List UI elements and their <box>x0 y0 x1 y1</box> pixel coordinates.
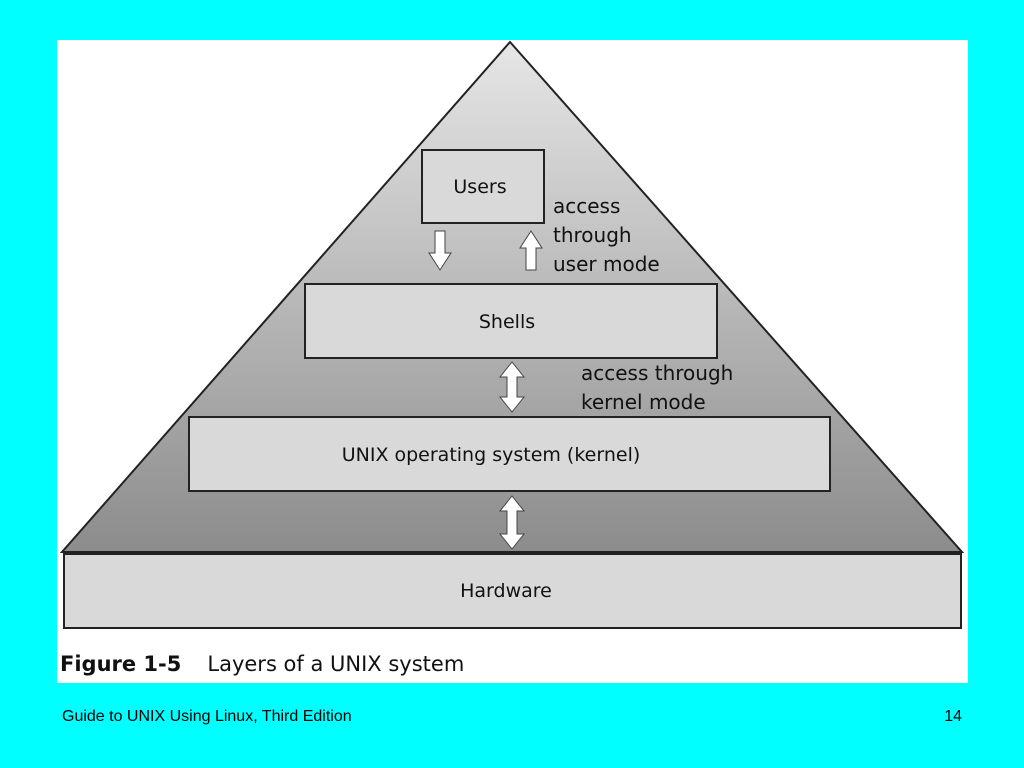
up-arrow-icon <box>519 230 543 271</box>
kernel-mode-annotation-line-2: kernel mode <box>581 390 706 414</box>
kernel-layer-label: UNIX operating system (kernel) <box>342 444 641 466</box>
hardware-layer: Hardware <box>63 553 962 629</box>
unix-layers-diagram: Users access through user mode Shells <box>59 40 965 629</box>
kernel-mode-annotation-line-1: access through <box>581 361 733 385</box>
figure-caption-text: Layers of a UNIX system <box>207 652 465 676</box>
down-arrow-icon <box>428 230 452 271</box>
user-mode-annotation-line-2: through <box>553 223 632 247</box>
hardware-layer-label: Hardware <box>460 580 552 602</box>
user-mode-annotation: access through user mode <box>553 194 660 276</box>
shells-layer: Shells <box>304 283 718 359</box>
users-layer-label: Users <box>453 176 506 198</box>
user-mode-annotation-line-1: access <box>553 194 620 218</box>
kernel-mode-annotation: access through kernel mode <box>581 361 733 414</box>
shells-layer-label: Shells <box>479 311 535 333</box>
double-arrow-icon <box>498 361 526 413</box>
figure-caption-label: Figure 1-5 <box>60 652 182 676</box>
footer-title: Guide to UNIX Using Linux, Third Edition <box>62 708 352 725</box>
user-mode-annotation-line-3: user mode <box>553 252 660 276</box>
double-arrow-icon <box>498 495 526 550</box>
figure-caption: Figure 1-5 Layers of a UNIX system <box>60 652 464 676</box>
page-number: 14 <box>944 708 962 725</box>
users-layer: Users <box>421 149 545 224</box>
figure-panel: Users access through user mode Shells <box>57 40 968 683</box>
kernel-layer: UNIX operating system (kernel) <box>188 416 831 492</box>
